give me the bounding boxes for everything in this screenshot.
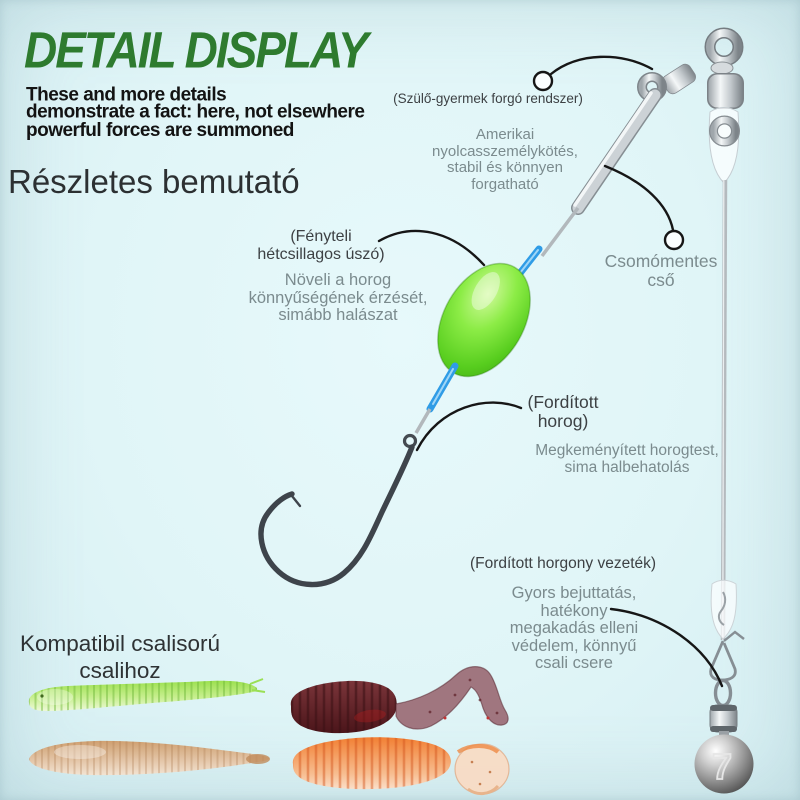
annotation-leader-label: (Fordított horgony vezeték) [469, 555, 657, 572]
text-line: Gyors bejuttatás, [511, 584, 637, 602]
text-line: Növeli a horog [284, 271, 392, 289]
swivel-knot [710, 61, 734, 75]
local-title: Részletes bemutató [8, 163, 300, 200]
swivel-barrel [708, 74, 743, 108]
sinker-ball [694, 734, 754, 794]
lure-eye-dot [40, 694, 44, 698]
hook-eye [402, 433, 418, 449]
callout-dot-tube [663, 229, 685, 251]
text-line: hétcsillagos úszó) [257, 246, 385, 263]
subtitle-line: powerful forces are summoned [26, 119, 294, 141]
annotation-leader-desc: Gyors bejuttatás, hatékony megakadás ell… [464, 584, 684, 673]
text-line: cső [647, 270, 675, 290]
paddle-tail [454, 743, 510, 795]
callout-lines [377, 55, 724, 688]
sleeve-wire [717, 591, 727, 626]
snap-clip [709, 640, 737, 682]
text-line: csalihoz [79, 658, 161, 683]
subtitle-line: These and more details [26, 83, 227, 106]
sinker-loop [713, 678, 733, 708]
annotation-knotless-tube-label: Csomómentes cső [581, 252, 741, 290]
text-line: Csomómentes [604, 251, 718, 271]
text-line: sima halbehatolás [564, 459, 690, 476]
knotless-tube [572, 89, 661, 214]
text-line: (Fordított [527, 392, 599, 412]
page-title: DETAIL DISPLAY [24, 21, 369, 79]
callout-line-swivel [549, 55, 654, 76]
callout-line-hook [415, 401, 523, 452]
annotation-float-label: (Fényteli hétcsillagos úszó) [221, 228, 421, 264]
annotation-float-desc: Növeli a horog könnyűségének érzését, si… [218, 271, 458, 325]
text-line: forgatható [471, 175, 539, 193]
text-line: nyolcasszemélykötés, [432, 142, 578, 160]
float-highlight [471, 271, 500, 310]
main-line-lower [414, 408, 432, 434]
sinker-assembly-illustration: 7 [694, 579, 754, 794]
text-line: Megkeményített horogtest, [535, 442, 719, 459]
lure-maroon-grub [290, 666, 509, 734]
hook-illustration [258, 433, 418, 588]
text-line: simább halászat [278, 306, 398, 324]
text-line: megakadás elleni [509, 619, 639, 637]
weight-number: 7 [712, 746, 732, 787]
text-line: csali csere [535, 654, 613, 672]
text-line: stabil és könnyen [447, 159, 563, 176]
subtitle-line: demonstrate a fact: here, not elsewhere [26, 101, 365, 124]
callout-dot-swivel [532, 70, 554, 92]
annotation-hook-desc: Megkeményített horogtest, sima halbehato… [497, 442, 757, 476]
annotation-swivel-system-desc: Amerikai nyolcasszemélykötés, stabil és … [405, 126, 605, 193]
text-line: védelem, könnyű [511, 636, 637, 655]
sinker-sleeve [710, 579, 737, 640]
lure-orange-paddletail [292, 737, 510, 795]
snap-arm [723, 630, 745, 642]
text-line: könnyűségének érzését, [248, 288, 428, 307]
lure-green-worm [28, 678, 266, 711]
hook-barb [290, 494, 302, 508]
callout-line-sinker [609, 607, 724, 688]
text-line: (Fényteli [290, 228, 352, 245]
callout-line-float [377, 229, 486, 267]
swivel-inner-eye [710, 116, 739, 146]
grub-curly-tail [395, 666, 509, 730]
main-line-upper [540, 206, 580, 258]
text-line: Amerikai [475, 126, 535, 143]
page-subtitle: These and more details demonstrate a fac… [26, 83, 365, 141]
callout-line-tube [603, 164, 675, 232]
swivel-assembly-illustration [540, 27, 744, 258]
lure-compatibility-title: Kompatibil csalisorú csalihoz [0, 630, 240, 684]
leader-wire-illustration [720, 179, 728, 641]
hook-body [258, 444, 415, 588]
lure-tan-worm [29, 740, 270, 776]
lure-tail-fins [249, 678, 266, 693]
text-line: Kompatibil csalisorú [19, 631, 221, 656]
text-line: hatékony [540, 601, 608, 620]
annotation-hook-label: (Fordított horog) [483, 393, 643, 431]
text-line: horog) [537, 411, 589, 431]
float-illustration [414, 245, 543, 434]
annotation-swivel-system-label: (Szülő-gyermek forgó rendszer) [393, 91, 583, 106]
